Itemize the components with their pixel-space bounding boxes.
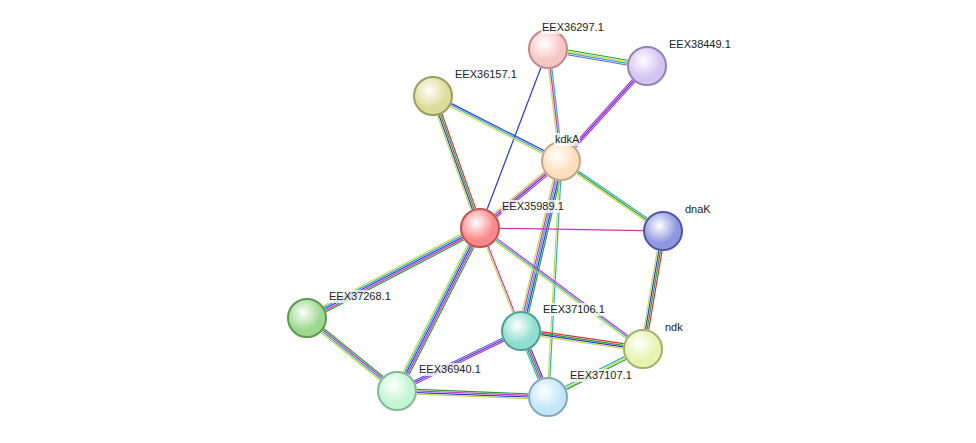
protein-node: EEX38449.1 — [627, 46, 667, 86]
protein-node: ndk — [623, 329, 663, 369]
evidence-line — [437, 116, 471, 210]
evidence-connector — [417, 389, 528, 398]
evidence-line — [322, 331, 381, 379]
evidence-line — [550, 69, 558, 141]
evidence-line — [541, 333, 623, 345]
evidence-line — [646, 251, 659, 330]
protein-node: EEX36297.1 — [528, 29, 568, 69]
evidence-connector — [500, 228, 643, 230]
evidence-line — [644, 250, 657, 329]
evidence-line — [440, 115, 474, 209]
evidence-line — [549, 69, 557, 141]
node-label: EEX36157.1 — [454, 68, 518, 81]
evidence-line — [528, 350, 540, 379]
evidence-connector — [450, 104, 544, 154]
evidence-line — [488, 246, 514, 312]
protein-node: EEX37268.1 — [287, 298, 327, 338]
evidence-line — [577, 172, 646, 219]
evidence-line — [567, 55, 627, 65]
evidence-line — [416, 341, 504, 384]
protein-node: dnaK — [643, 211, 683, 251]
node-label: dnaK — [684, 203, 712, 216]
evidence-line — [406, 246, 471, 373]
evidence-line — [323, 330, 382, 378]
evidence-connector — [577, 171, 648, 221]
evidence-connector — [526, 349, 542, 380]
evidence-line — [531, 349, 543, 378]
node-label: EEX37107.1 — [569, 369, 633, 382]
evidence-line — [529, 349, 541, 378]
evidence-connector — [644, 250, 662, 329]
evidence-line — [526, 350, 538, 379]
node-label: kdkA — [554, 133, 580, 146]
evidence-line — [323, 234, 461, 306]
evidence-line — [500, 228, 643, 230]
evidence-line — [450, 106, 542, 153]
evidence-line — [573, 80, 632, 145]
node-label: EEX36297.1 — [541, 21, 605, 34]
evidence-line — [403, 244, 468, 371]
node-label: EEX38449.1 — [668, 38, 732, 51]
evidence-line — [574, 81, 633, 146]
evidence-line — [324, 329, 383, 377]
node-label: EEX37268.1 — [328, 290, 392, 303]
evidence-connector — [414, 338, 503, 383]
evidence-line — [442, 114, 476, 208]
evidence-line — [405, 245, 470, 372]
node-label: EEX36940.1 — [418, 363, 482, 376]
evidence-connector — [567, 50, 627, 65]
evidence-line — [540, 336, 622, 348]
protein-node: kdkA — [541, 141, 581, 181]
evidence-connector — [487, 246, 515, 312]
evidence-line — [417, 394, 528, 398]
evidence-line — [452, 104, 544, 151]
evidence-line — [321, 332, 380, 380]
evidence-line — [409, 247, 474, 374]
evidence-line — [576, 82, 635, 147]
evidence-line — [439, 115, 473, 209]
evidence-connector — [573, 80, 635, 147]
protein-node: EEX35989.1 — [460, 208, 500, 248]
evidence-line — [414, 338, 502, 381]
protein-node: EEX37107.1 — [528, 377, 568, 417]
evidence-line — [541, 335, 623, 347]
evidence-line — [647, 251, 660, 330]
evidence-connector — [321, 329, 383, 381]
node-label: EEX35989.1 — [501, 200, 565, 213]
node-label: EEX37106.1 — [542, 303, 606, 316]
evidence-line — [577, 174, 646, 221]
evidence-connector — [549, 69, 561, 142]
protein-node: EEX37106.1 — [501, 311, 541, 351]
protein-node: EEX36940.1 — [377, 371, 417, 411]
evidence-line — [415, 340, 503, 383]
evidence-line — [325, 237, 463, 309]
evidence-connector — [437, 114, 475, 210]
evidence-line — [451, 105, 543, 152]
evidence-line — [487, 247, 513, 313]
evidence-line — [578, 171, 647, 218]
evidence-connector — [403, 244, 474, 374]
evidence-line — [568, 53, 628, 63]
evidence-line — [408, 247, 473, 374]
protein-node: EEX36157.1 — [413, 76, 453, 116]
node-label: ndk — [664, 321, 684, 334]
evidence-connector — [540, 332, 623, 349]
